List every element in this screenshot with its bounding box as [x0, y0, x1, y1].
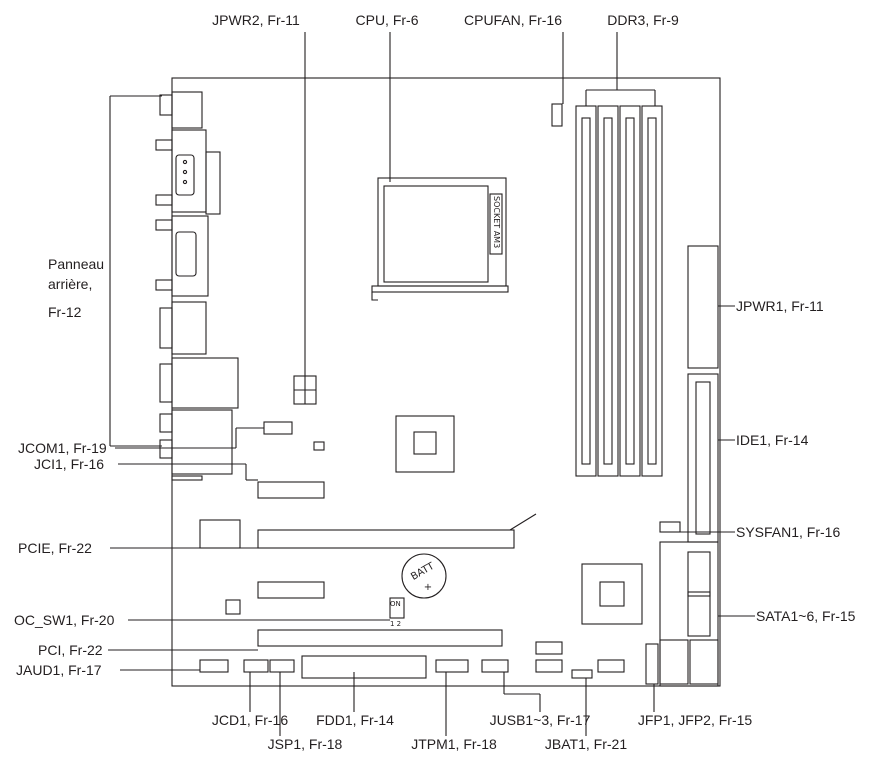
- jpwr1-connector: [687, 245, 719, 369]
- label-jsp1: JSP1, Fr-18: [267, 736, 343, 752]
- jusb2-header: [535, 659, 563, 673]
- label-cpufan: CPUFAN, Fr-16: [463, 12, 563, 28]
- label-pcie: PCIE, Fr-22: [18, 540, 92, 556]
- jfp1-header: [535, 641, 563, 655]
- label-jfp: JFP1, JFP2, Fr-15: [637, 712, 753, 728]
- cpu-socket: [371, 177, 509, 301]
- board-outline: [171, 77, 721, 687]
- jci1-header: [313, 441, 325, 451]
- jusb3-header: [597, 659, 625, 673]
- jtpm1-header: [435, 659, 469, 673]
- label-fdd1: FDD1, Fr-14: [316, 712, 394, 728]
- label-jcom1: JCOM1, Fr-19: [18, 440, 107, 456]
- battery-label: BATT: [409, 560, 437, 582]
- leader-lines: [108, 32, 755, 736]
- label-ddr3: DDR3, Fr-9: [607, 12, 679, 28]
- rear-connector-header: [205, 151, 221, 215]
- label-jtpm1: JTPM1, Fr-18: [411, 736, 497, 752]
- label-panneau-line1: Panneau: [48, 256, 105, 272]
- label-jbat1: JBAT1, Fr-21: [544, 736, 628, 752]
- label-panneau-line3: Fr-12: [48, 304, 82, 320]
- battery-plus: +: [424, 582, 432, 593]
- ddr3-slots: [575, 105, 663, 477]
- jcd1-connector: [243, 659, 269, 673]
- socket-label: SOCKET AM3: [492, 196, 501, 248]
- southbridge-chip: [581, 563, 643, 625]
- pci-slot: [257, 629, 503, 647]
- label-jpwr1: JPWR1, Fr-11: [736, 298, 824, 314]
- fdd1-connector: [301, 655, 427, 679]
- small-chip: [199, 519, 241, 549]
- cpufan-connector: [551, 103, 563, 127]
- label-panneau-line2: arrière,: [48, 276, 93, 292]
- label-jcd1: JCD1, Fr-16: [211, 712, 289, 728]
- label-ide1: IDE1, Fr-14: [736, 432, 809, 448]
- switch-on-label: ON: [390, 600, 401, 608]
- ide1-connector: [687, 373, 719, 543]
- sysfan1-connector: [659, 521, 681, 533]
- battery: [401, 553, 447, 599]
- pcie-x16-slot: [257, 529, 515, 549]
- jusb1-header: [481, 659, 509, 673]
- switch-num-label: 1 2: [390, 620, 401, 628]
- label-oc-sw1: OC_SW1, Fr-20: [14, 612, 115, 628]
- rear-panel: [155, 91, 239, 481]
- label-jci1: JCI1, Fr-16: [34, 456, 105, 472]
- pcie-x1-slot-bottom: [257, 581, 325, 599]
- jbat1-jumper: [571, 669, 593, 679]
- oc-sw1-switch: [389, 597, 405, 619]
- label-jpwr2: JPWR2, Fr-11: [212, 12, 300, 28]
- pcie-x1-slot-top: [257, 481, 325, 499]
- label-cpu: CPU, Fr-6: [355, 12, 419, 28]
- label-sata: SATA1~6, Fr-15: [756, 608, 856, 624]
- jcom1-header: [263, 421, 293, 435]
- jaud1-header: [199, 659, 229, 673]
- label-sysfan1: SYSFAN1, Fr-16: [736, 524, 841, 540]
- northbridge-chip: [395, 415, 455, 473]
- jsp1-connector: [269, 659, 295, 673]
- label-jaud1: JAUD1, Fr-17: [16, 662, 102, 678]
- sata-connectors: [659, 541, 719, 687]
- label-pci: PCI, Fr-22: [38, 642, 103, 658]
- jfp2-header: [645, 643, 659, 685]
- label-jusb: JUSB1~3, Fr-17: [489, 712, 591, 728]
